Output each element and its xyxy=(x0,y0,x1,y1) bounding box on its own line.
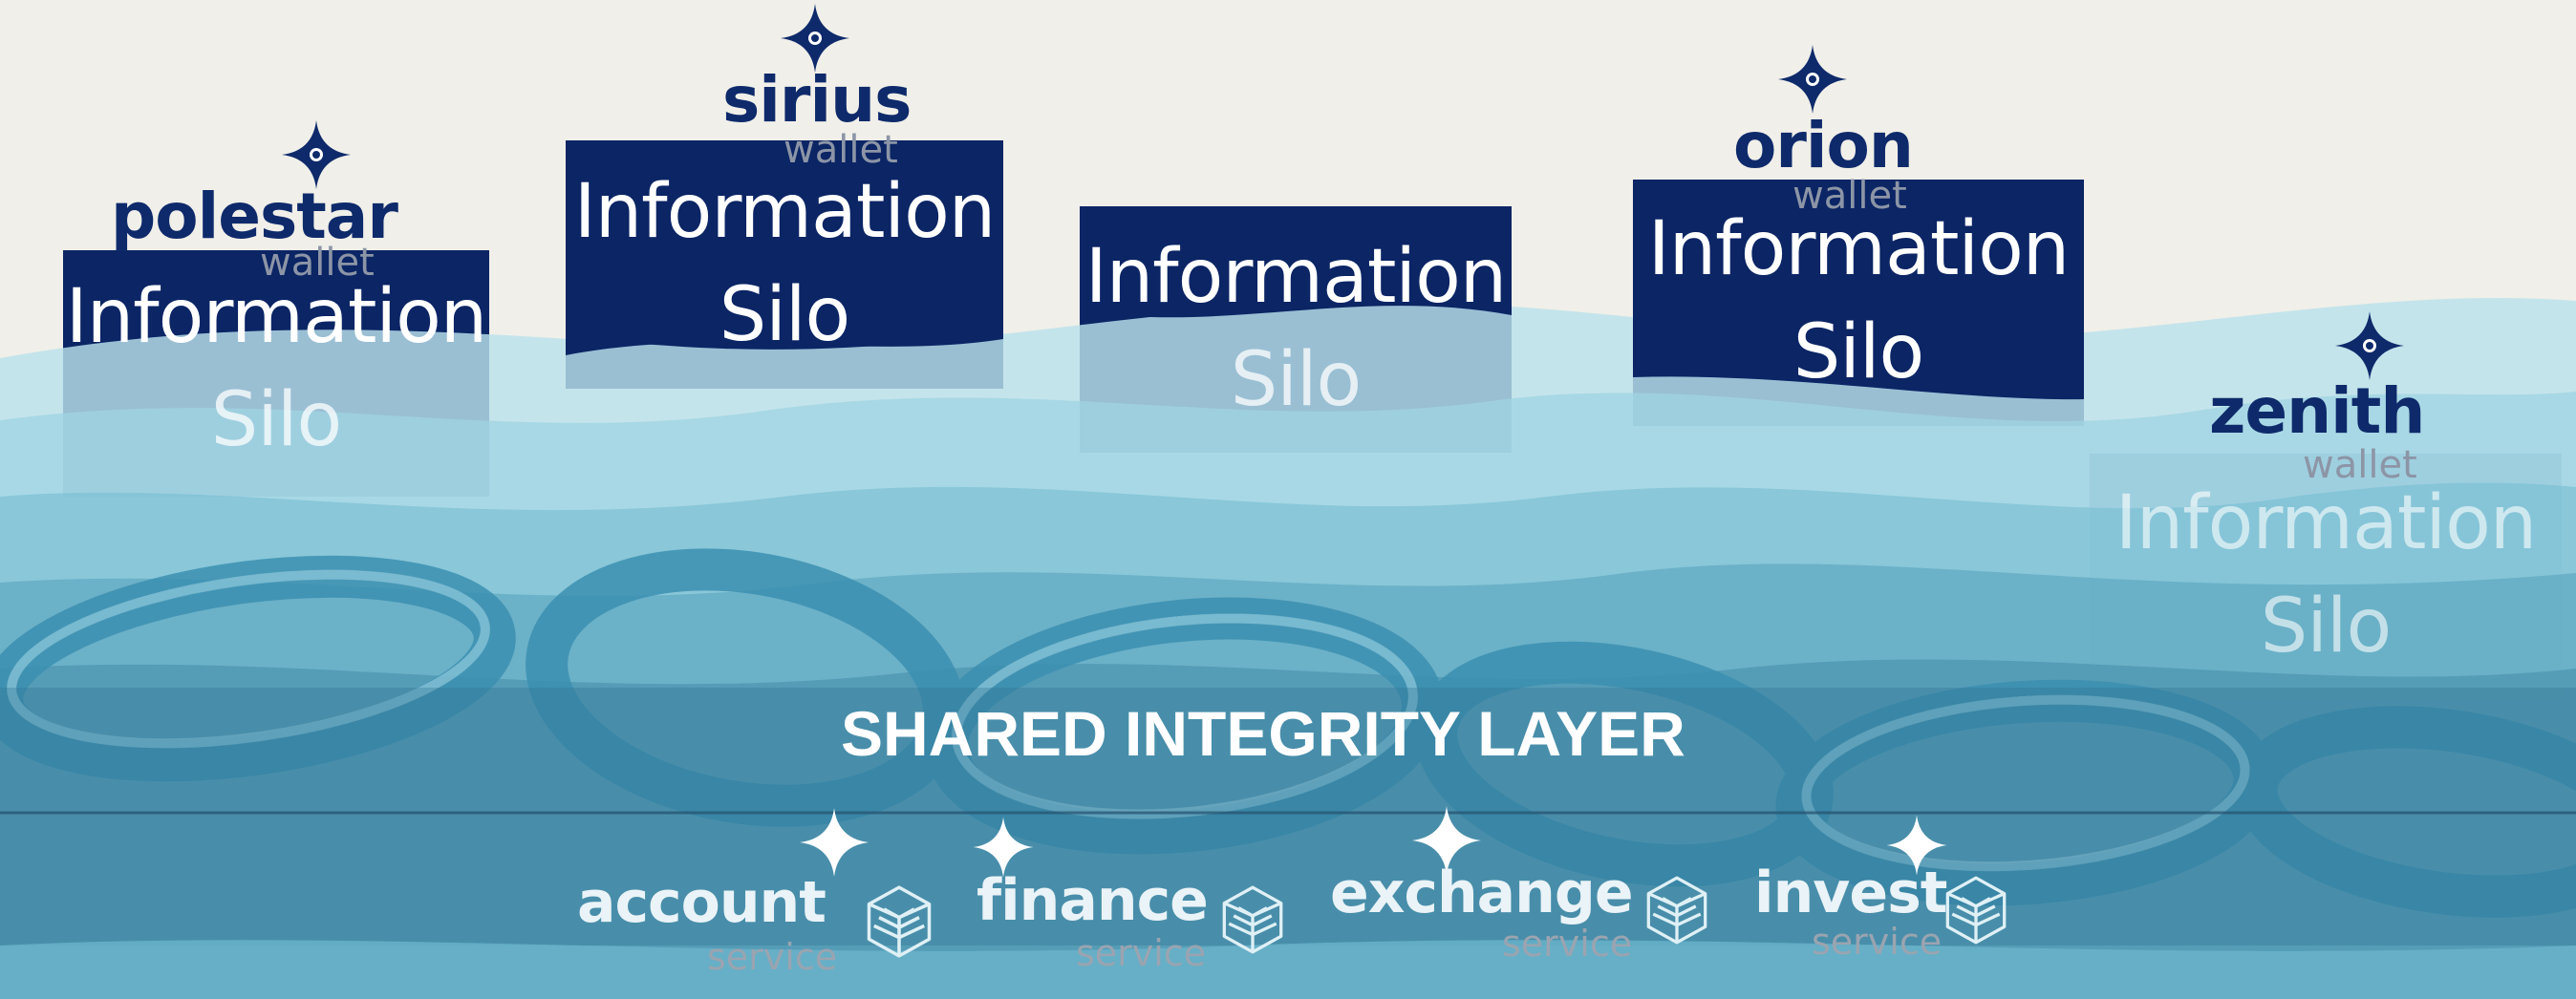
silo-line1: Information xyxy=(65,274,488,360)
layer-title: SHARED INTEGRITY LAYER xyxy=(841,698,1685,769)
service-type-finance: service xyxy=(1076,932,1207,974)
silo-line1: Information xyxy=(1084,234,1508,320)
service-type-invest: service xyxy=(1812,921,1943,963)
service-name-finance: finance xyxy=(977,867,1209,934)
silo-line2: Silo xyxy=(2260,584,2393,670)
wallet-type-polestar: wallet xyxy=(260,241,375,285)
silo-line2: Silo xyxy=(1792,309,1925,395)
wallet-name-polestar: polestar xyxy=(111,180,398,253)
silo-polestar: Information Silo xyxy=(63,266,489,472)
service-name-invest: invest xyxy=(1754,860,1947,926)
integrity-band xyxy=(0,688,2576,946)
silo-line2: Silo xyxy=(719,272,851,358)
wallet-type-zenith: wallet xyxy=(2303,443,2417,487)
service-name-account: account xyxy=(577,869,826,936)
wallet-name-orion: orion xyxy=(1733,109,1914,182)
service-type-account: service xyxy=(707,936,838,978)
silo-orion: Information Silo xyxy=(1633,198,2084,404)
service-name-exchange: exchange xyxy=(1330,860,1634,926)
wallet-type-orion: wallet xyxy=(1792,174,1907,218)
wallet-name-zenith: zenith xyxy=(2209,374,2425,448)
silo-line1: Information xyxy=(573,169,997,255)
star-icon-orion xyxy=(1778,45,1847,114)
silo-sirius: Information Silo xyxy=(566,160,1003,367)
wallet-name-sirius: sirius xyxy=(722,63,912,137)
silo-middle: Information Silo xyxy=(1080,225,1512,432)
silo-line1: Information xyxy=(1647,206,2071,292)
service-type-exchange: service xyxy=(1502,923,1633,965)
silo-line2: Silo xyxy=(210,377,343,463)
wallet-type-sirius: wallet xyxy=(784,128,898,172)
silo-zenith: Information Silo xyxy=(2090,472,2562,678)
silo-line2: Silo xyxy=(1230,337,1363,423)
silo-line1: Information xyxy=(2114,480,2538,566)
